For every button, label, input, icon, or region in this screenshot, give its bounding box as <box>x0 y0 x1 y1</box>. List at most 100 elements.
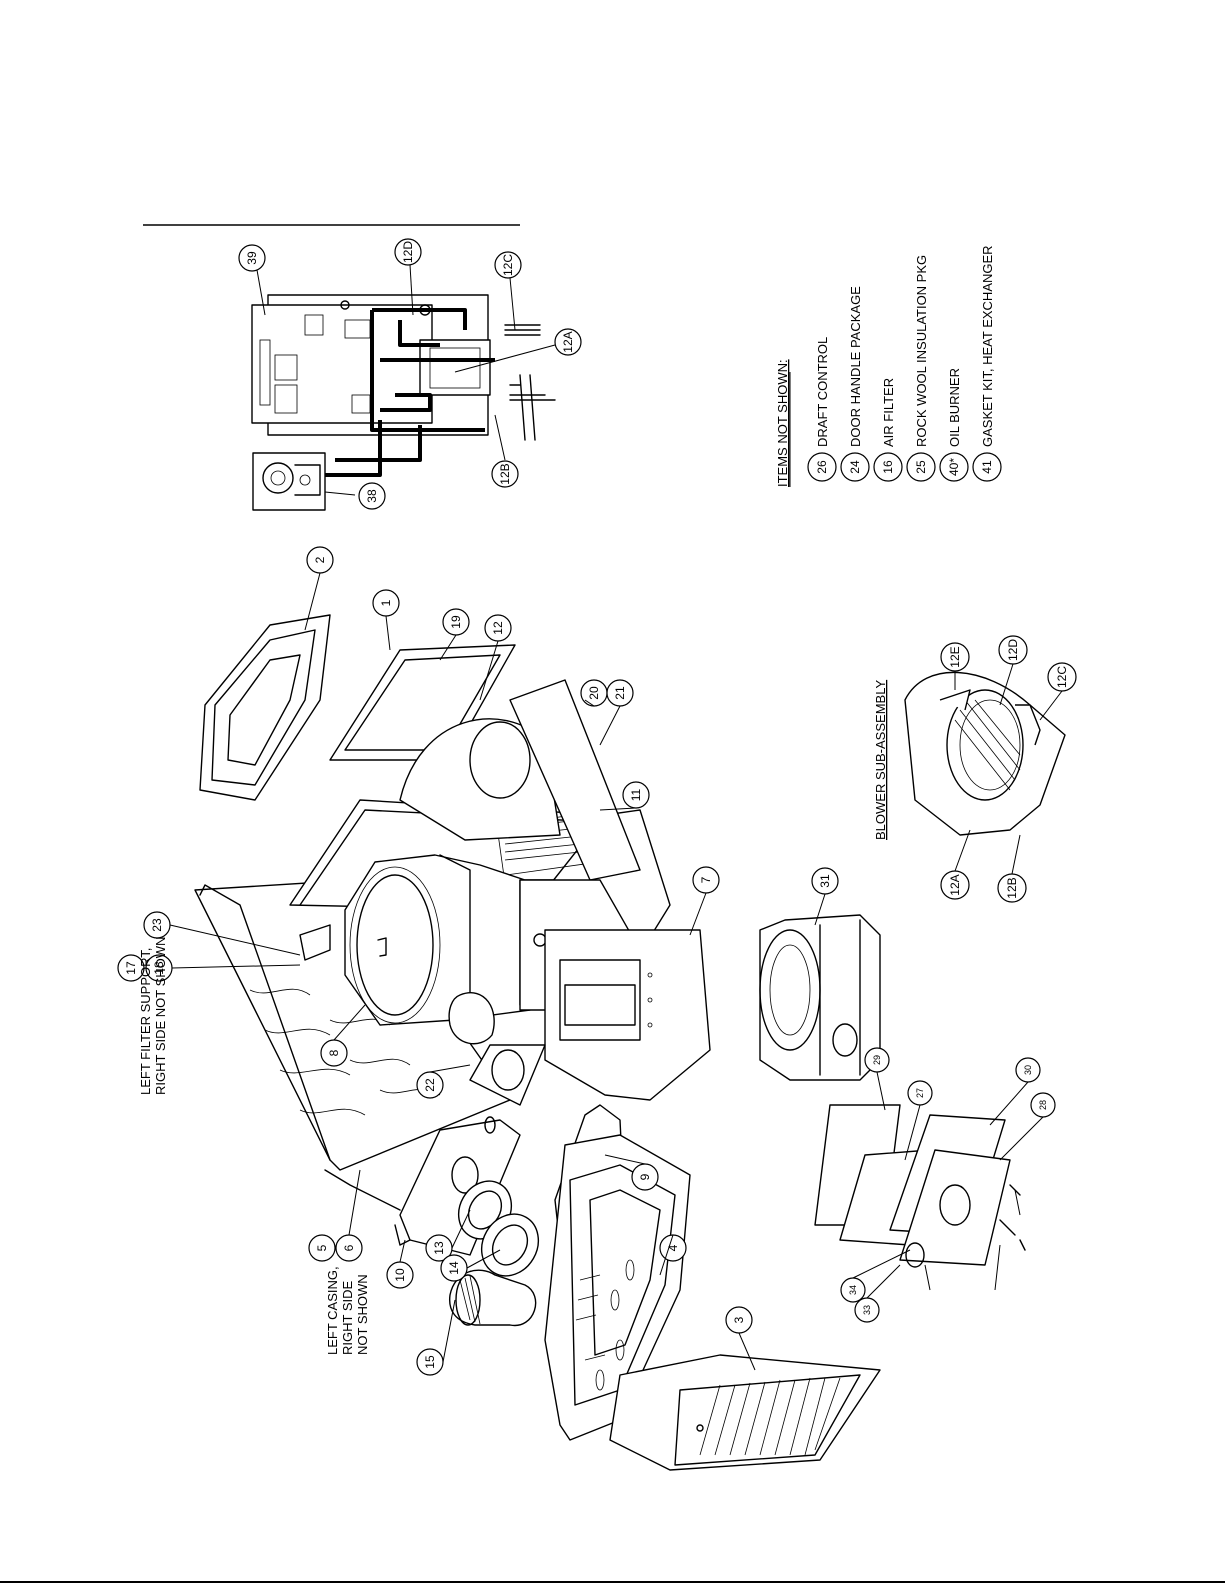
svg-text:20: 20 <box>587 686 601 700</box>
svg-text:41: 41 <box>980 460 994 474</box>
callout-21: 21 <box>606 679 634 707</box>
leader-lines <box>169 572 1063 1371</box>
svg-text:RIGHT SIDE NOT SHOWN: RIGHT SIDE NOT SHOWN <box>153 937 168 1095</box>
svg-text:AIR FILTER: AIR FILTER <box>881 378 896 447</box>
items-row: 26 DRAFT CONTROL <box>807 337 837 482</box>
callout-14: 14 <box>440 1254 468 1282</box>
callout-18: 18 <box>145 954 173 982</box>
svg-text:24: 24 <box>848 460 862 474</box>
svg-text:15: 15 <box>423 1355 437 1369</box>
svg-text:30: 30 <box>1023 1065 1033 1075</box>
svg-text:14: 14 <box>447 1261 461 1275</box>
svg-text:3: 3 <box>732 1316 746 1323</box>
svg-text:DRAFT CONTROL: DRAFT CONTROL <box>815 337 830 447</box>
callout-22: 22 <box>416 1071 444 1099</box>
callout-20: 20 <box>580 679 608 707</box>
svg-text:BLOWER SUB-ASSEMBLY: BLOWER SUB-ASSEMBLY <box>873 680 888 840</box>
combustion-chamber-base <box>544 929 711 1101</box>
callout-15: 15 <box>416 1348 444 1376</box>
blower-sub-assembly <box>904 671 1066 836</box>
callout-10: 10 <box>386 1261 414 1289</box>
svg-text:21: 21 <box>613 686 627 700</box>
callout-32: 34 <box>840 1277 866 1303</box>
callout-31: 33 <box>854 1297 880 1323</box>
svg-text:38: 38 <box>365 489 379 503</box>
callout-6: 6 <box>335 1234 363 1262</box>
blower-sub-assembly-label: BLOWER SUB-ASSEMBLY <box>873 680 888 840</box>
svg-text:18: 18 <box>152 961 166 975</box>
svg-text:NOT SHOWN: NOT SHOWN <box>355 1274 370 1355</box>
callout-12B: 12B <box>997 873 1027 903</box>
callout-12C: 12C <box>1047 662 1077 692</box>
items-row: 24 DOOR HANDLE PACKAGE <box>840 286 870 482</box>
svg-text:28: 28 <box>1038 1100 1048 1110</box>
left-casing-label: LEFT CASING, RIGHT SIDE NOT SHOWN <box>325 1266 370 1355</box>
callout-group: 39 12D 12C 12A 12B 38 2 1 19 12 20 21 11… <box>117 238 1077 1376</box>
callout-19: 19 <box>442 608 470 636</box>
callout-35: 39 <box>238 244 266 272</box>
primary-control <box>252 452 326 511</box>
svg-text:17: 17 <box>124 961 138 975</box>
items-row: 40* OIL BURNER <box>939 368 969 482</box>
svg-text:31: 31 <box>818 874 832 888</box>
svg-text:OIL BURNER: OIL BURNER <box>947 368 962 447</box>
svg-text:22: 22 <box>423 1078 437 1092</box>
svg-text:10: 10 <box>393 1268 407 1282</box>
svg-text:12B: 12B <box>1005 877 1019 898</box>
callout-29: 29 <box>864 1047 890 1073</box>
svg-text:LEFT CASING,: LEFT CASING, <box>325 1266 340 1355</box>
svg-text:5: 5 <box>315 1244 329 1251</box>
callout-2: 2 <box>306 546 334 574</box>
callout-17: 17 <box>117 954 145 982</box>
callout-33: 31 <box>811 867 839 895</box>
callout-13: 13 <box>425 1234 453 1262</box>
callout-12A: 12A <box>940 870 970 900</box>
svg-text:12E: 12E <box>948 646 962 667</box>
svg-text:19: 19 <box>449 615 463 629</box>
callout-12E: 12E <box>940 642 970 672</box>
svg-text:12B: 12B <box>498 463 512 484</box>
items-row: 16 AIR FILTER <box>873 378 903 482</box>
callout-1: 1 <box>372 589 400 617</box>
callout-38: 12C <box>494 251 522 279</box>
svg-text:8: 8 <box>327 1049 341 1056</box>
callout-34: 38 <box>358 482 386 510</box>
svg-text:12D: 12D <box>1006 639 1020 661</box>
svg-text:ITEMS NOT SHOWN:: ITEMS NOT SHOWN: <box>775 359 790 487</box>
callout-27: 27 <box>907 1080 933 1106</box>
svg-text:26: 26 <box>815 460 829 474</box>
svg-text:DOOR HANDLE PACKAGE: DOOR HANDLE PACKAGE <box>848 286 863 447</box>
flue-collar <box>448 1269 537 1327</box>
callout-28: 28 <box>1030 1092 1056 1118</box>
svg-text:16: 16 <box>881 460 895 474</box>
callout-30: 30 <box>1015 1057 1041 1083</box>
callout-12D: 12D <box>998 635 1028 665</box>
svg-text:6: 6 <box>342 1244 356 1251</box>
svg-text:LEFT FILTER SUPPORT,: LEFT FILTER SUPPORT, <box>138 948 153 1095</box>
svg-text:33: 33 <box>862 1305 872 1315</box>
callout-9: 9 <box>631 1163 659 1191</box>
mounting-plate-28 <box>899 1149 1011 1266</box>
callout-36: 12A <box>554 328 582 356</box>
callout-8: 8 <box>320 1039 348 1067</box>
svg-text:34: 34 <box>848 1285 858 1295</box>
svg-text:12A: 12A <box>561 331 575 352</box>
callout-11: 11 <box>622 781 650 809</box>
svg-text:9: 9 <box>638 1173 652 1180</box>
filter-rack-top <box>199 614 331 801</box>
svg-text:GASKET KIT, HEAT EXCHANGER: GASKET KIT, HEAT EXCHANGER <box>980 245 995 447</box>
callout-12: 12 <box>484 614 512 642</box>
callout-37: 12B <box>491 460 519 488</box>
svg-text:12C: 12C <box>501 254 515 276</box>
items-not-shown: ITEMS NOT SHOWN: 26 DRAFT CONTROL 24 DOO… <box>775 245 1002 487</box>
svg-text:29: 29 <box>872 1055 882 1065</box>
svg-text:RIGHT SIDE: RIGHT SIDE <box>340 1281 355 1355</box>
control-assembly <box>251 294 556 511</box>
svg-text:40*: 40* <box>947 458 961 476</box>
front-door <box>609 1354 881 1471</box>
items-row: 41 GASKET KIT, HEAT EXCHANGER <box>972 245 1002 482</box>
callout-3: 3 <box>725 1306 753 1334</box>
filter-support-label: LEFT FILTER SUPPORT, RIGHT SIDE NOT SHOW… <box>138 937 168 1095</box>
svg-text:39: 39 <box>245 251 259 265</box>
